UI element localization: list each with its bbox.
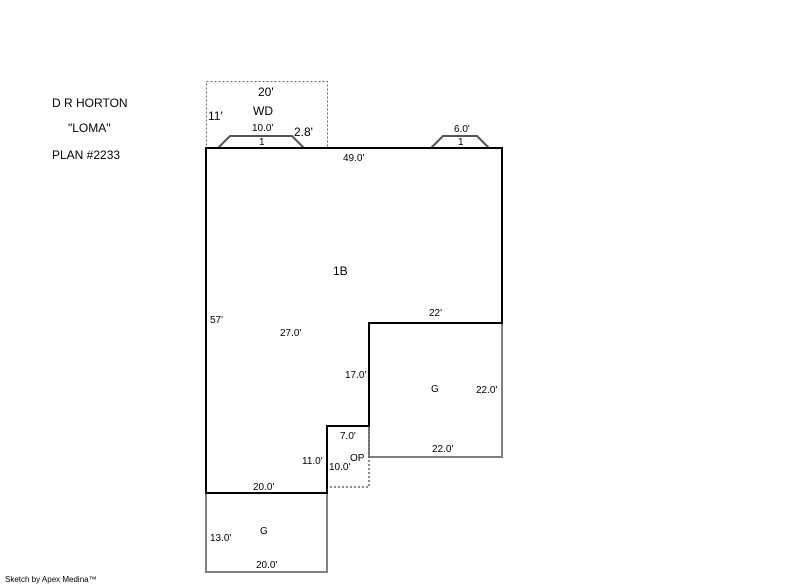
step-top-dimension: 22' — [429, 308, 443, 319]
main-left-dimension: 57' — [210, 315, 224, 326]
bay1-width: 10.0' — [252, 123, 274, 134]
step-side-dimension: 17.0' — [345, 370, 367, 381]
op-label: OP — [350, 453, 365, 464]
bay2-count: 1 — [458, 137, 464, 148]
garage-right-side: 22.0' — [476, 385, 498, 396]
notch-top-dimension: 7.0' — [340, 431, 356, 442]
notch-side-dimension: 11.0' — [302, 456, 323, 467]
main-inner-dimension: 27.0' — [280, 328, 302, 339]
bay1-depth: 2.8' — [294, 125, 313, 139]
builder-name: D R HORTON — [52, 96, 128, 110]
wd-width: 20' — [258, 85, 274, 99]
bay1-count: 1 — [259, 137, 265, 148]
garage-right-bottom: 22.0' — [432, 444, 454, 455]
garage-bottom-label: G — [260, 526, 268, 537]
garage-bottom-side: 13.0' — [210, 533, 232, 544]
main-living-outline — [205, 147, 503, 494]
main-label: 1B — [333, 264, 348, 278]
wd-depth: 11' — [208, 109, 223, 123]
plan-number: PLAN #2233 — [52, 148, 121, 162]
bay2-width: 6.0' — [454, 124, 470, 135]
garage-right-label: G — [431, 384, 439, 395]
bay-window-1 — [217, 135, 305, 149]
op-depth: 10.0' — [329, 462, 351, 473]
bay-window-2 — [430, 135, 490, 149]
wd-label: WD — [253, 104, 273, 118]
garage-bottom-bottom: 20.0' — [256, 560, 278, 571]
main-top-dimension: 49.0' — [343, 153, 365, 164]
sketch-credit: Sketch by Apex Medina™ — [5, 575, 97, 584]
main-bottom-dimension: 20.0' — [253, 482, 275, 493]
plan-name: "LOMA" — [68, 121, 111, 135]
